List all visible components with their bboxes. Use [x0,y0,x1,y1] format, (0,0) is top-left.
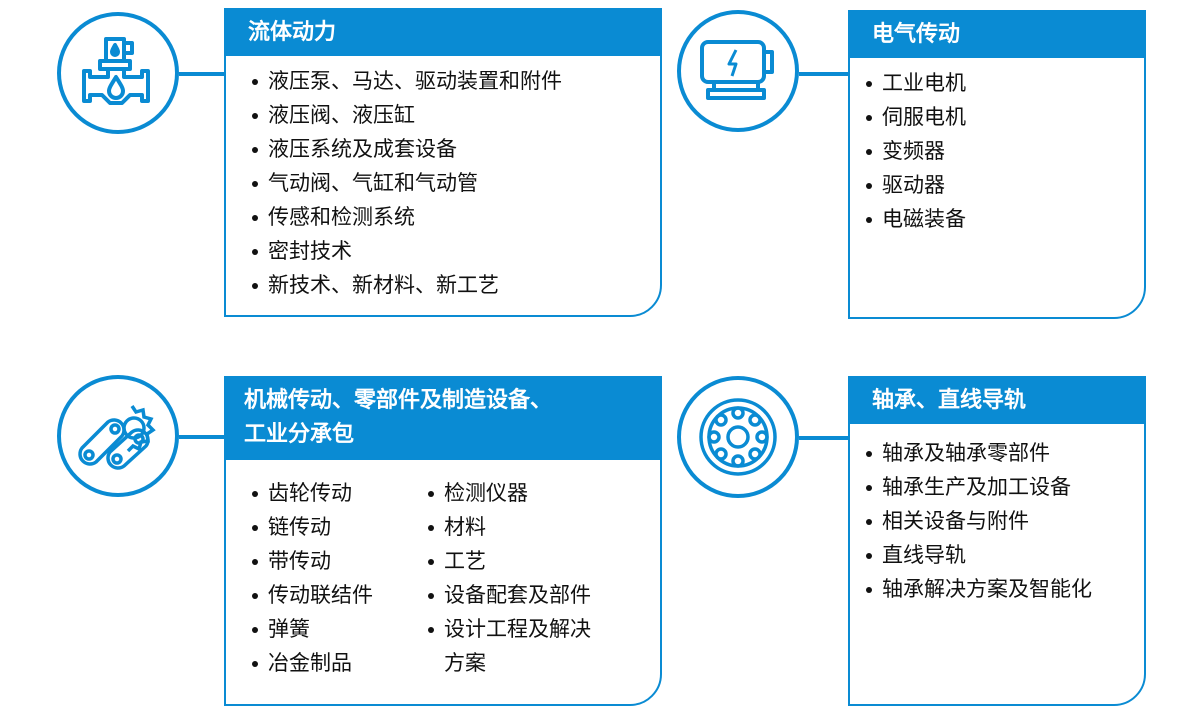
list-item: 液压阀、液压缸 [252,98,660,132]
mechanical-drive-icon-circle [57,375,179,497]
list-item: 工业电机 [866,66,1144,100]
card-title: 轴承、直线导轨 [850,378,1144,424]
card-mechanical-drive: 机械传动、零部件及制造设备、 工业分承包 齿轮传动 链传动 带传动 传动联结件 … [224,376,662,706]
connector-line [179,435,225,439]
list-item: 传感和检测系统 [252,200,660,234]
fluid-power-icon-circle [57,12,179,134]
list-item: 设备配套及部件 [428,578,591,612]
list-item: 液压系统及成套设备 [252,132,660,166]
valve-icon [82,37,150,105]
list-item: 材料 [428,510,591,544]
list-item: 气动阀、气缸和气动管 [252,166,660,200]
list-item: 驱动器 [866,168,1144,202]
list-item-continuation: 方案 [444,651,486,675]
connector-line [799,72,849,76]
list-item: 传动联结件 [252,578,398,612]
list-item: 检测仪器 [428,476,591,510]
card-title: 电气传动 [850,12,1144,58]
electric-drive-icon-circle [677,10,799,132]
connector-line [179,72,225,76]
card-fluid-power: 流体动力 液压泵、马达、驱动装置和附件 液压阀、液压缸 液压系统及成套设备 气动… [224,8,662,317]
connector-line [799,436,849,440]
electric-motor-icon [700,40,774,100]
list-item: 变频器 [866,134,1144,168]
bearing-icon [699,398,777,476]
card-bearing: 轴承、直线导轨 轴承及轴承零部件 轴承生产及加工设备 相关设备与附件 直线导轨 … [848,376,1146,706]
list-item: 弹簧 [252,612,398,646]
list-item: 冶金制品 [252,646,398,680]
list-item: 齿轮传动 [252,476,398,510]
list-item: 工艺 [428,544,591,578]
card-title-line-1: 机械传动、零部件及制造设备、 [244,388,553,413]
list-item: 相关设备与附件 [866,504,1144,538]
card-title: 流体动力 [226,10,660,56]
card-title-line-2: 工业分承包 [244,422,355,447]
list-item: 设计工程及解决 [428,612,591,646]
bearing-icon-circle [677,376,799,498]
list-item: 轴承及轴承零部件 [866,436,1144,470]
list-item: 轴承解决方案及智能化 [866,572,1144,606]
list-item: 伺服电机 [866,100,1144,134]
list-item: 轴承生产及加工设备 [866,470,1144,504]
list-item: 链传动 [252,510,398,544]
list-item: 带传动 [252,544,398,578]
chain-gear-icon [78,405,156,470]
list-item: 液压泵、马达、驱动装置和附件 [252,64,660,98]
list-item: 密封技术 [252,234,660,268]
list-item: 直线导轨 [866,538,1144,572]
list-item: 新技术、新材料、新工艺 [252,268,660,302]
card-electric-drive: 电气传动 工业电机 伺服电机 变频器 驱动器 电磁装备 [848,10,1146,319]
list-item: 电磁装备 [866,202,1144,236]
